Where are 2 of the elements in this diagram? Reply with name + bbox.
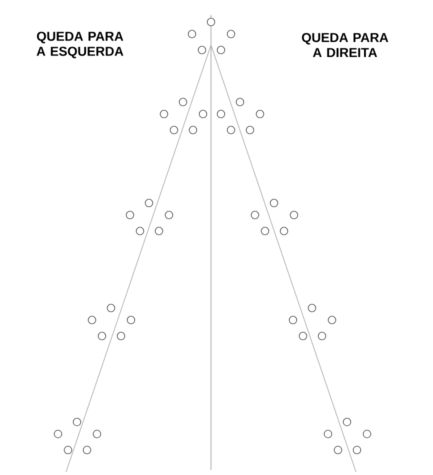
heading-label: QUEDA PARA A DIREITA xyxy=(302,32,388,58)
heading-label: QUEDA PARA A ESQUERDA xyxy=(36,32,124,58)
